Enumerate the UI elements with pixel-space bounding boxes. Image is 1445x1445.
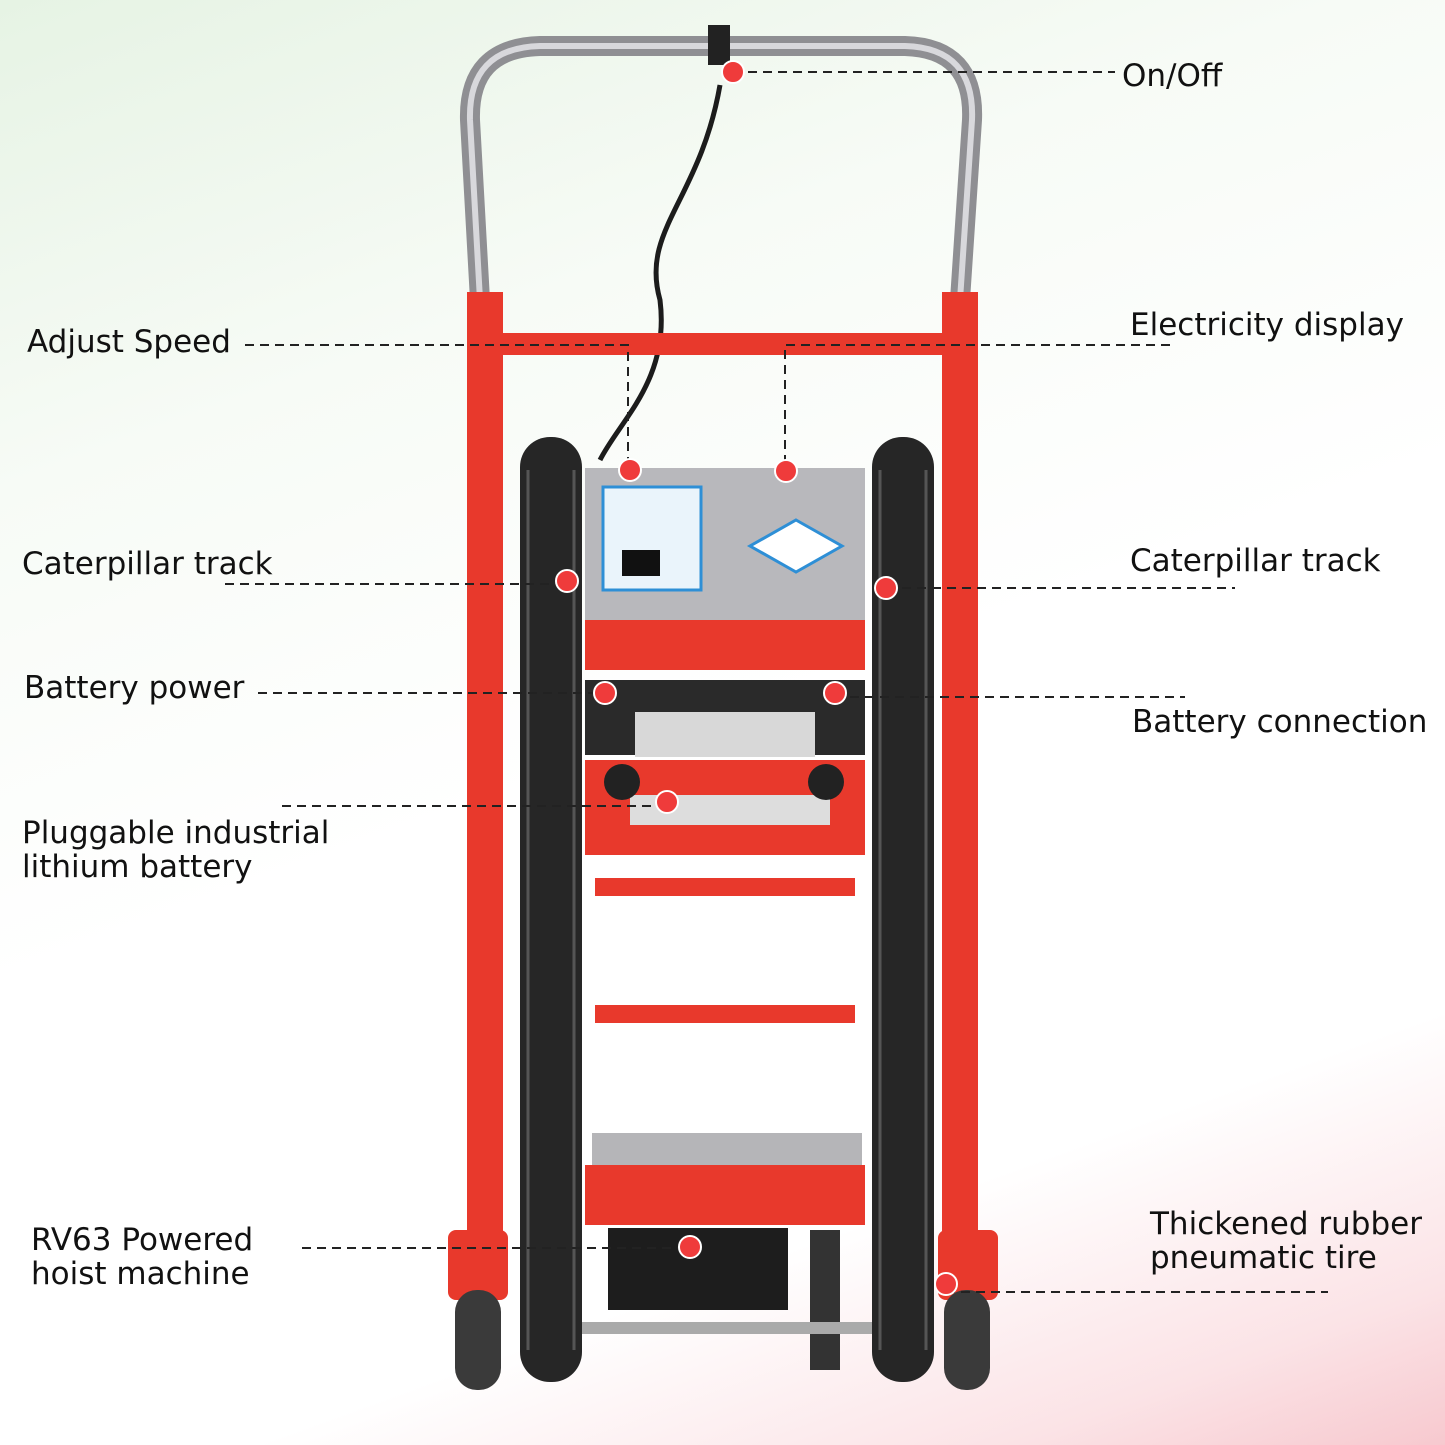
handle-bar [459, 36, 983, 310]
callout-dot-electricity-display [774, 459, 798, 483]
handle-highlight [466, 43, 976, 301]
crossbar [585, 1165, 865, 1225]
label-pluggable-battery: Pluggable industrial lithium battery [22, 816, 329, 884]
callout-dot-hoist [678, 1235, 702, 1259]
label-line: Thickened rubber [1150, 1206, 1422, 1242]
label-line: pneumatic tire [1150, 1240, 1377, 1276]
callout-dot-adjust-speed [618, 458, 642, 482]
right-track [872, 437, 934, 1382]
callout-dot-track-left [555, 569, 579, 593]
callout-dot-battery-power [593, 681, 617, 705]
left-upright [467, 292, 503, 1292]
axle [560, 1322, 890, 1334]
label-line: lithium battery [22, 849, 253, 885]
label-caterpillar-track-right: Caterpillar track [1130, 543, 1381, 579]
power-switch [708, 25, 730, 65]
callout-dot-tire [934, 1272, 958, 1296]
left-foot [448, 1230, 508, 1300]
speed-cable [597, 84, 723, 462]
battery-display [622, 550, 660, 576]
callout-dot-battery [655, 790, 679, 814]
top-crossbar [500, 333, 945, 355]
crossbar [595, 1005, 855, 1023]
label-pneumatic-tire: Thickened rubber pneumatic tire [1150, 1207, 1422, 1275]
left-track [520, 437, 582, 1382]
left-pneumatic-tire [455, 1290, 501, 1390]
label-hoist-machine: RV63 Powered hoist machine [31, 1223, 253, 1291]
right-pneumatic-tire [944, 1290, 990, 1390]
label-line: RV63 Powered [31, 1222, 254, 1258]
label-line: Pluggable industrial [22, 815, 330, 851]
callout-leaders [225, 71, 1328, 1293]
motor-cover [592, 1133, 862, 1165]
label-electricity-display: Electricity display [1130, 307, 1404, 343]
label-caterpillar-track-left: Caterpillar track [22, 546, 273, 582]
certificate-label [746, 518, 846, 574]
right-upright [942, 292, 978, 1292]
label-battery-connection: Battery connection [1132, 704, 1428, 740]
crossbar [595, 878, 855, 896]
drive-chain [810, 1230, 840, 1370]
callout-dot-on-off [721, 60, 745, 84]
callout-dot-track-right [874, 576, 898, 600]
callout-dot-battery-connection [823, 681, 847, 705]
label-adjust-speed: Adjust Speed [27, 324, 231, 360]
knob [604, 764, 640, 800]
battery-warning-label [635, 712, 815, 757]
label-line: hoist machine [31, 1256, 250, 1292]
crossbar [585, 620, 865, 670]
label-battery-power: Battery power [24, 670, 245, 706]
label-on-off: On/Off [1122, 58, 1223, 94]
knob [808, 764, 844, 800]
